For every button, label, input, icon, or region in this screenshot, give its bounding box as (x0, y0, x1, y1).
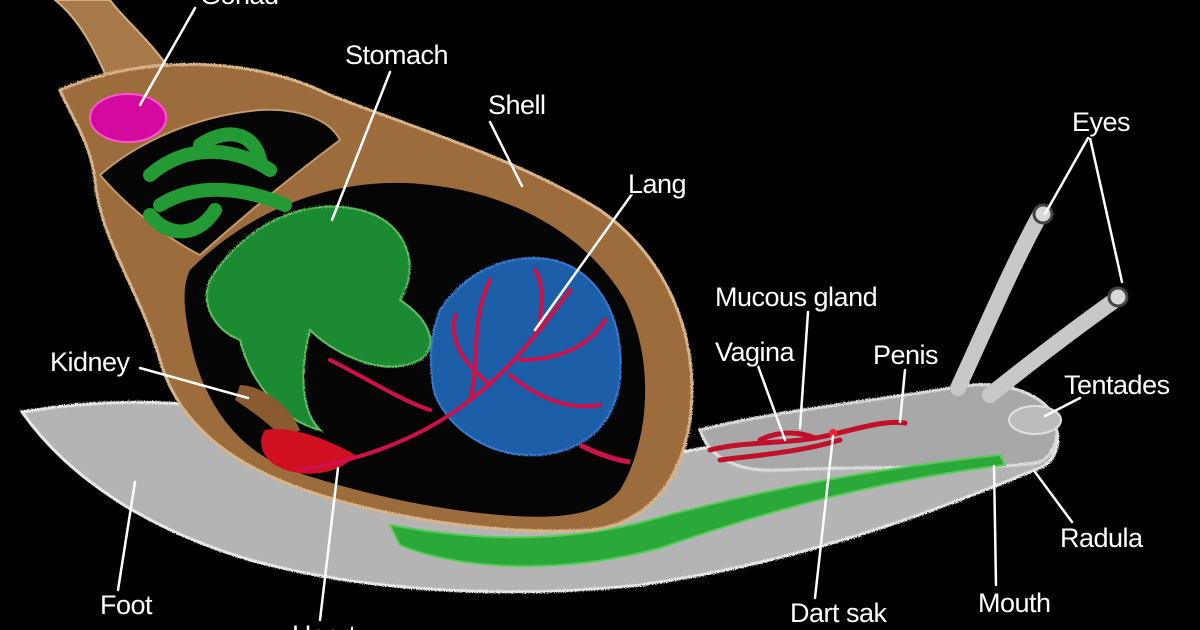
leader-tentacles (1043, 396, 1082, 418)
label-dart-sac: Dart sak (790, 598, 888, 628)
kidney (235, 385, 300, 440)
label-foot: Foot (100, 590, 153, 620)
label-eyes: Eyes (1072, 107, 1130, 137)
lower-tentacles (1008, 405, 1062, 435)
dart-sac (829, 429, 837, 437)
eye-stalk-right (982, 290, 1126, 403)
albumen-gland-strip (388, 453, 1007, 568)
label-radula: Radula (1060, 523, 1144, 553)
leader-foot (116, 480, 137, 592)
leader-mouth (992, 464, 998, 587)
leader-mucous-gland (798, 310, 810, 430)
label-mucous-gland: Mucous gland (715, 282, 877, 312)
intestine (578, 442, 631, 465)
leader-heart (318, 466, 340, 622)
stomach (205, 205, 432, 432)
lung (429, 257, 622, 457)
leader-eyes-left (1043, 136, 1090, 216)
leader-stomach (330, 70, 392, 222)
leader-gonad (138, 6, 197, 107)
eye-right (1107, 286, 1129, 308)
labels: Gonad Stomach Shell Lang Eyes Mucous gla… (49, 0, 1172, 630)
label-gonad: Gonad (200, 0, 279, 10)
label-mouth: Mouth (978, 588, 1051, 618)
label-kidney: Kidney (50, 347, 131, 377)
leader-lines (116, 6, 1124, 622)
leader-eyes-right (1088, 136, 1124, 284)
leader-dart-sac (813, 434, 835, 600)
leader-kidney (138, 366, 250, 400)
label-tentacles: Tentades (1064, 370, 1170, 400)
gonad (89, 93, 167, 143)
label-lang: Lang (628, 169, 686, 199)
eye-stalk-left (950, 207, 1048, 396)
leader-vagina (756, 364, 787, 442)
leader-shell (488, 120, 524, 188)
leader-penis (898, 368, 907, 424)
label-penis: Penis (873, 340, 938, 370)
reproductive-organs (707, 419, 908, 463)
leader-lang (533, 192, 634, 332)
label-shell: Shell (488, 90, 546, 120)
digestive-gland (143, 127, 292, 239)
label-heart: Heart (292, 620, 357, 630)
label-stomach: Stomach (345, 40, 448, 70)
leader-radula (1033, 470, 1074, 524)
label-vagina: Vagina (715, 337, 796, 367)
